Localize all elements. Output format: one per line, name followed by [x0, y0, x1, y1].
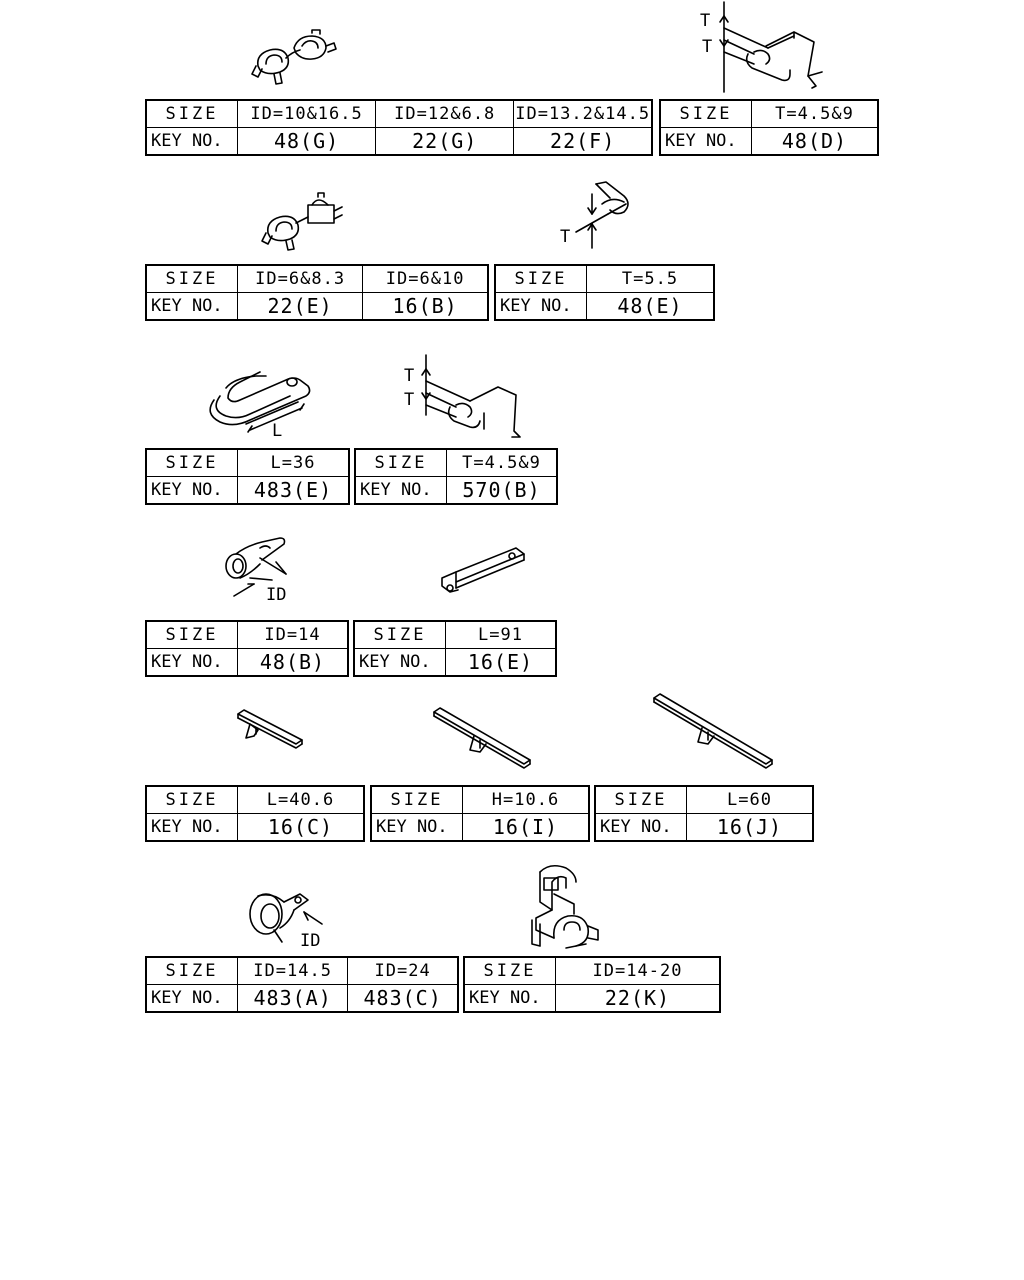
long-plate-clip-illustration: [653, 693, 773, 769]
multi-hose-clamp-illustration: [531, 864, 599, 949]
dim-label-t2: T: [702, 37, 712, 57]
loop-clip-l-illustration: L: [209, 371, 311, 441]
key-no-label: KEY NO.: [659, 127, 752, 156]
size-value: ID=6&10: [362, 264, 489, 293]
size-value: ID=12&6.8: [375, 99, 515, 128]
size-value: ID=10&16.5: [236, 99, 377, 128]
size-label: SIZE: [145, 99, 238, 128]
double-hose-clip-illustration: [251, 29, 337, 85]
clip-bracket-t-illustration-3: T T: [404, 354, 521, 438]
dim-label-t: T: [700, 11, 710, 31]
key-no-value: 48(B): [237, 648, 349, 677]
key-no-label: KEY NO.: [145, 984, 238, 1013]
key-no-label: KEY NO.: [494, 292, 587, 321]
spec-table-2: SIZE T=4.5&9 KEY NO. 48(D): [659, 99, 879, 156]
size-value: L=40.6: [237, 785, 365, 814]
dim-label-id: ID: [266, 585, 286, 605]
size-value: T=5.5: [586, 264, 715, 293]
clip-bracket-t-illustration-2: T: [560, 181, 629, 249]
spec-table-7: SIZE ID=14 KEY NO. 48(B): [145, 620, 349, 677]
cushion-clamp-id-illustration: ID: [249, 893, 323, 951]
size-label: SIZE: [145, 264, 238, 293]
key-no-label: KEY NO.: [145, 127, 238, 156]
key-no-value: 48(D): [751, 127, 879, 156]
size-value: ID=13.2&14.5: [513, 99, 653, 128]
size-label: SIZE: [494, 264, 587, 293]
spec-table-5: SIZE L=36 KEY NO. 483(E): [145, 448, 350, 505]
cable-clip-id-illustration: ID: [225, 537, 287, 605]
key-no-value: 570(B): [446, 476, 558, 505]
size-value: ID=6&8.3: [236, 264, 364, 293]
flat-strap-illustration: [441, 547, 525, 593]
key-no-value: 483(C): [347, 984, 459, 1013]
dim-label-t3: T: [560, 227, 570, 247]
size-value: H=10.6: [462, 785, 590, 814]
dim-label-l: L: [272, 421, 282, 441]
size-value: ID=14-20: [555, 956, 721, 985]
key-no-label: KEY NO.: [353, 648, 446, 677]
key-no-label: KEY NO.: [145, 813, 238, 842]
key-no-value: 22(G): [375, 127, 515, 156]
size-value: ID=14: [237, 620, 349, 649]
spec-table-4: SIZE T=5.5 KEY NO. 48(E): [494, 264, 715, 321]
size-label: SIZE: [370, 785, 463, 814]
size-label: SIZE: [354, 448, 447, 477]
size-label: SIZE: [145, 620, 238, 649]
spec-table-9: SIZE L=40.6 KEY NO. 16(C): [145, 785, 365, 842]
key-no-label: KEY NO.: [145, 648, 238, 677]
size-value: ID=14.5: [236, 956, 349, 985]
key-no-value: 483(E): [237, 476, 350, 505]
size-value: ID=24: [347, 956, 459, 985]
size-value: L=91: [445, 620, 557, 649]
size-value: L=60: [686, 785, 814, 814]
size-label: SIZE: [353, 620, 446, 649]
key-no-value: 16(I): [462, 813, 590, 842]
size-label: SIZE: [463, 956, 556, 985]
key-no-label: KEY NO.: [463, 984, 556, 1013]
key-no-label: KEY NO.: [370, 813, 463, 842]
spec-table-3: SIZE ID=6&8.3 ID=6&10 KEY NO. 22(E) 16(B…: [145, 264, 489, 321]
key-no-label: KEY NO.: [145, 476, 238, 505]
key-no-value: 48(G): [236, 127, 377, 156]
key-no-value: 16(E): [445, 648, 557, 677]
size-value: T=4.5&9: [751, 99, 879, 128]
spec-table-13: SIZE ID=14-20 KEY NO. 22(K): [463, 956, 721, 1013]
key-no-label: KEY NO.: [354, 476, 447, 505]
size-value: T=4.5&9: [446, 448, 558, 477]
key-no-value: 48(E): [586, 292, 715, 321]
size-label: SIZE: [145, 785, 238, 814]
medium-plate-clip-illustration: [433, 707, 531, 769]
dim-label-t4: T: [404, 366, 414, 386]
spec-table-6: SIZE T=4.5&9 KEY NO. 570(B): [354, 448, 558, 505]
short-plate-clip-illustration: [237, 709, 303, 749]
dim-label-t5: T: [404, 390, 414, 410]
spec-table-12: SIZE ID=14.5 ID=24 KEY NO. 483(A) 483(C): [145, 956, 459, 1013]
key-no-value: 483(A): [236, 984, 349, 1013]
key-no-value: 16(B): [362, 292, 489, 321]
size-value: L=36: [237, 448, 350, 477]
dim-label-id2: ID: [300, 931, 320, 951]
size-label: SIZE: [659, 99, 752, 128]
key-no-label: KEY NO.: [594, 813, 687, 842]
spec-table-10: SIZE H=10.6 KEY NO. 16(I): [370, 785, 590, 842]
size-label: SIZE: [594, 785, 687, 814]
size-label: SIZE: [145, 956, 238, 985]
spec-table-8: SIZE L=91 KEY NO. 16(E): [353, 620, 557, 677]
spec-table-1: SIZE ID=10&16.5 ID=12&6.8 ID=13.2&14.5 K…: [145, 99, 653, 156]
key-no-value: 16(C): [237, 813, 365, 842]
key-no-value: 22(F): [513, 127, 653, 156]
double-hose-clip-illustration-2: [261, 192, 343, 251]
key-no-value: 22(K): [555, 984, 721, 1013]
key-no-value: 16(J): [686, 813, 814, 842]
key-no-value: 22(E): [236, 292, 364, 321]
size-label: SIZE: [145, 448, 238, 477]
clip-bracket-t-illustration: T T: [700, 1, 823, 93]
key-no-label: KEY NO.: [145, 292, 238, 321]
spec-table-11: SIZE L=60 KEY NO. 16(J): [594, 785, 814, 842]
